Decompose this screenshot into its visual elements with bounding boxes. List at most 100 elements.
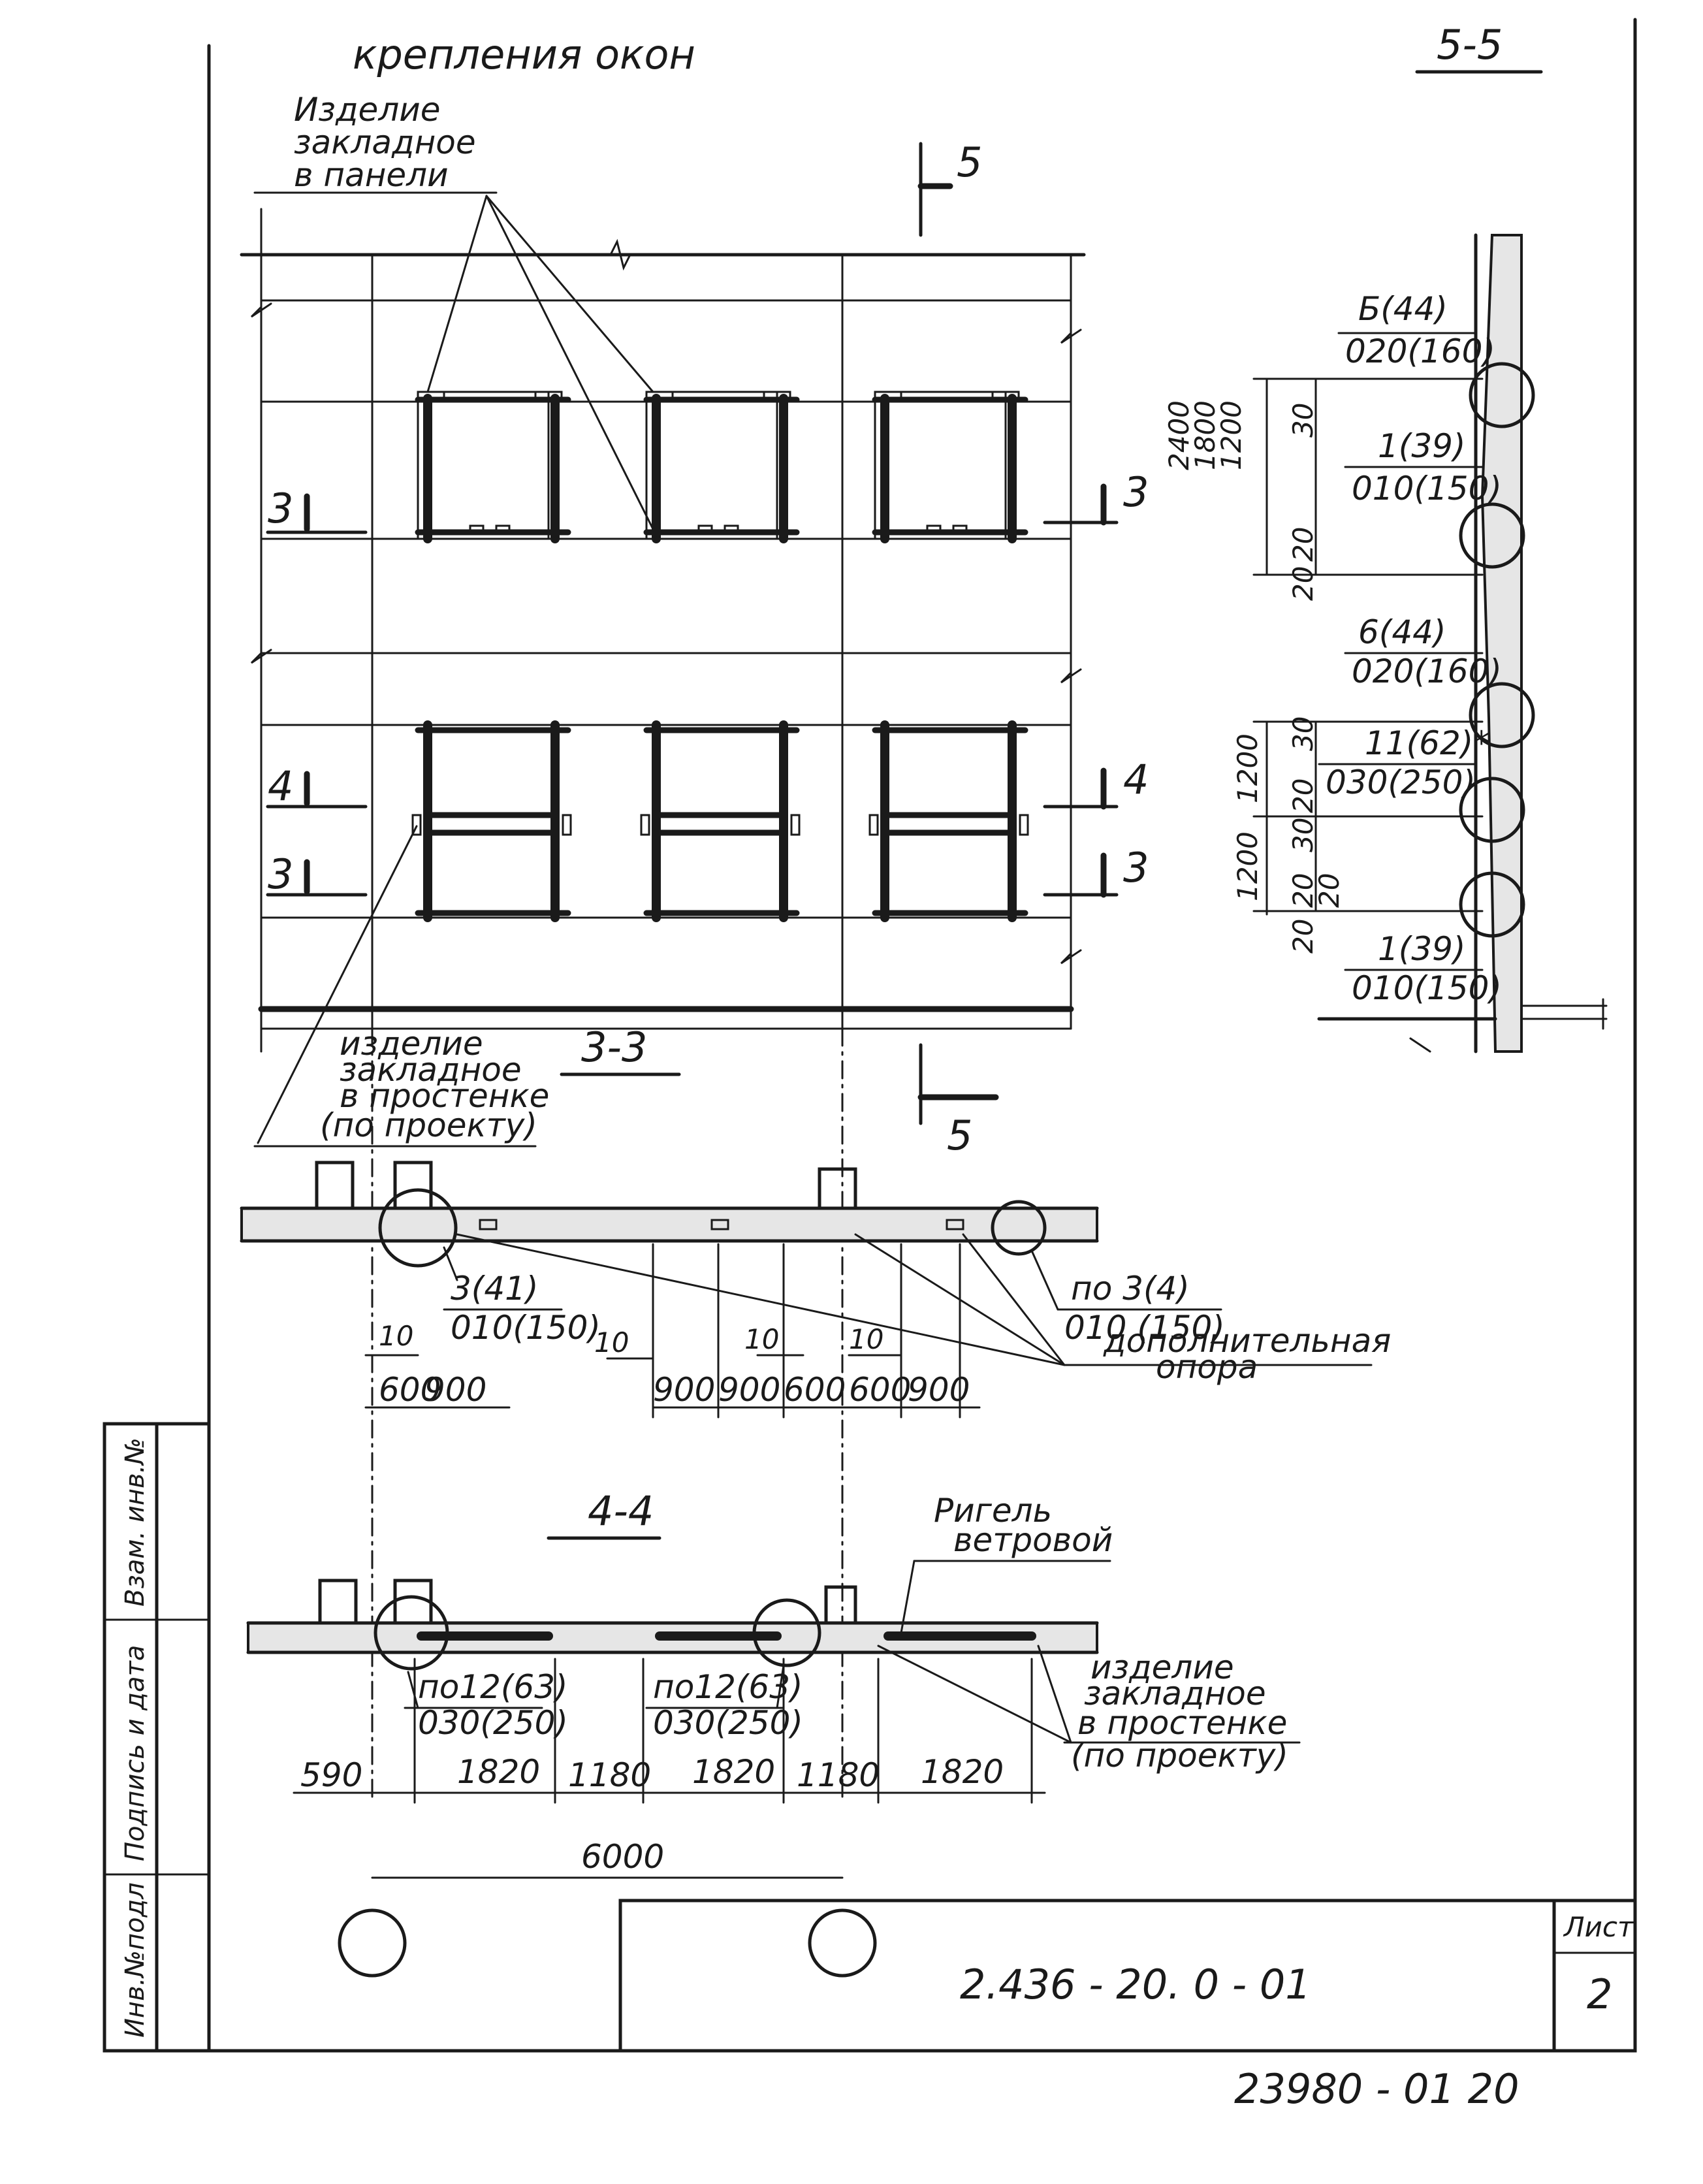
pier-insert-label: изделие закладное в простенке (по проект… — [253, 825, 549, 1148]
svg-text:3: 3 — [1123, 844, 1149, 891]
svg-text:10: 10 — [379, 1320, 413, 1352]
svg-text:1820: 1820 — [692, 1753, 775, 1791]
svg-text:закладное: закладное — [294, 123, 476, 161]
svg-text:20: 20 — [1287, 873, 1319, 908]
svg-text:Взам. инв.№: Взам. инв.№ — [120, 1437, 150, 1607]
cut-marker-4-right: 4 — [1043, 756, 1149, 810]
panel-insert-label: Изделие закладное в панели — [253, 91, 658, 537]
svg-text:в простенке: в простенке — [1077, 1704, 1287, 1742]
svg-text:3: 3 — [1123, 468, 1149, 516]
window-frame-double — [640, 720, 801, 922]
svg-text:30: 30 — [1287, 818, 1319, 852]
window-frame — [415, 391, 571, 543]
svg-text:закладное: закладное — [340, 1051, 522, 1089]
svg-text:изделие: изделие — [1090, 1648, 1234, 1686]
svg-text:590: 590 — [300, 1756, 362, 1794]
svg-text:1200: 1200 — [1232, 831, 1264, 901]
svg-text:1820: 1820 — [457, 1753, 540, 1791]
section-3-3-title: 3-3 — [581, 1023, 647, 1071]
cut-marker-3-top-left: 3 — [266, 485, 368, 534]
svg-text:1180: 1180 — [797, 1756, 880, 1794]
svg-text:1200: 1200 — [1215, 400, 1247, 470]
svg-text:в простенке: в простенке — [340, 1077, 549, 1115]
svg-text:030(250): 030(250) — [653, 1704, 803, 1742]
svg-text:020(160): 020(160) — [1345, 332, 1495, 370]
svg-text:5: 5 — [957, 138, 982, 186]
svg-text:30: 30 — [1287, 403, 1319, 438]
svg-text:Изделие: Изделие — [294, 91, 441, 129]
svg-text:по 3(4): по 3(4) — [1071, 1270, 1190, 1308]
window-row-1 — [415, 391, 1028, 543]
window-frame — [643, 391, 800, 543]
section-4-4-title: 4-4 — [588, 1487, 654, 1535]
section-3-3: 3-3 3(41) 010(150) по 3(4) 010 (150) доп… — [240, 1023, 1391, 1419]
svg-text:ветровой: ветровой — [953, 1521, 1113, 1559]
window-frame — [872, 391, 1028, 543]
side-stamp: Инв.№подл Подпись и дата Взам. инв.№ — [120, 1437, 150, 2038]
svg-text:1820: 1820 — [921, 1753, 1004, 1791]
svg-text:20: 20 — [1287, 566, 1319, 601]
svg-text:(по проекту): (по проекту) — [320, 1106, 537, 1144]
window-row-2 — [411, 720, 1029, 922]
svg-text:600: 600 — [784, 1371, 846, 1409]
svg-text:3(41): 3(41) — [451, 1270, 538, 1308]
svg-text:3: 3 — [268, 850, 293, 898]
svg-text:900: 900 — [718, 1371, 780, 1409]
svg-text:6000: 6000 — [581, 1838, 664, 1876]
svg-text:4: 4 — [1123, 756, 1149, 803]
svg-text:6(44): 6(44) — [1358, 613, 1446, 651]
cut-marker-3-bottom-right: 3 — [1043, 844, 1149, 898]
svg-text:5: 5 — [947, 1112, 972, 1159]
window-frame-double — [411, 720, 572, 922]
svg-text:10: 10 — [849, 1323, 883, 1355]
sheet-number: 2 — [1587, 1970, 1612, 2018]
svg-text:4: 4 — [268, 762, 293, 810]
svg-text:Инв.№подл: Инв.№подл — [120, 1882, 150, 2038]
svg-text:Ригель: Ригель — [934, 1492, 1052, 1530]
section-4-4: 4-4 Ригель ветровой по12(63) 030(250) по… — [246, 1487, 1301, 1978]
svg-text:11(62)*: 11(62)* — [1365, 724, 1489, 762]
svg-text:20: 20 — [1313, 873, 1345, 908]
svg-text:закладное: закладное — [1084, 1675, 1266, 1712]
cut-marker-3-top-right: 3 — [1043, 468, 1149, 526]
drawing-title: крепления окон — [353, 31, 695, 78]
section-5-5-title: 5-5 — [1437, 21, 1503, 69]
svg-text:10: 10 — [594, 1326, 629, 1358]
svg-text:дополнительная: дополнительная — [1103, 1322, 1391, 1360]
svg-text:3: 3 — [268, 485, 293, 532]
svg-text:1(39): 1(39) — [1378, 930, 1465, 968]
svg-text:010(150): 010(150) — [1352, 470, 1502, 507]
cut-marker-5-bottom: 5 — [917, 1043, 999, 1159]
facade-elevation — [240, 208, 1086, 1804]
svg-text:030(250): 030(250) — [1326, 763, 1476, 801]
section-5-5-dims: 2400 1800 1200 1200 1200 30 20 20 30 20 … — [1163, 400, 1345, 954]
doc-code: 2.436 - 20. 0 - 01 — [960, 1961, 1311, 2008]
cut-marker-5-top: 5 — [917, 138, 982, 237]
svg-text:30: 30 — [1287, 716, 1319, 751]
svg-text:1180: 1180 — [568, 1756, 651, 1794]
footer-code: 23980 - 01 20 — [1234, 2065, 1520, 2113]
svg-text:010 (150): 010 (150) — [1064, 1309, 1225, 1347]
svg-text:Подпись и дата: Подпись и дата — [120, 1645, 150, 1861]
svg-text:900: 900 — [424, 1371, 486, 1409]
svg-text:010(150): 010(150) — [1352, 969, 1502, 1007]
svg-text:20: 20 — [1287, 779, 1319, 813]
svg-text:2400: 2400 — [1163, 400, 1195, 470]
svg-text:20: 20 — [1287, 527, 1319, 562]
section-5-5 — [1252, 233, 1608, 1053]
sheet-frame — [103, 18, 1637, 2053]
svg-text:030(250): 030(250) — [418, 1704, 568, 1742]
svg-text:020(160): 020(160) — [1352, 652, 1502, 690]
svg-text:1200: 1200 — [1232, 733, 1264, 803]
cut-marker-4-left: 4 — [266, 762, 368, 810]
svg-text:010(150): 010(150) — [451, 1309, 601, 1347]
svg-text:изделие: изделие — [340, 1025, 483, 1063]
svg-text:20: 20 — [1287, 919, 1319, 954]
svg-text:по12(63): по12(63) — [418, 1668, 568, 1706]
svg-text:Б(44): Б(44) — [1358, 290, 1448, 328]
svg-text:600: 600 — [379, 1371, 441, 1409]
window-frame-double — [868, 720, 1029, 922]
svg-text:в панели: в панели — [294, 156, 449, 194]
svg-text:1(39): 1(39) — [1378, 427, 1465, 465]
